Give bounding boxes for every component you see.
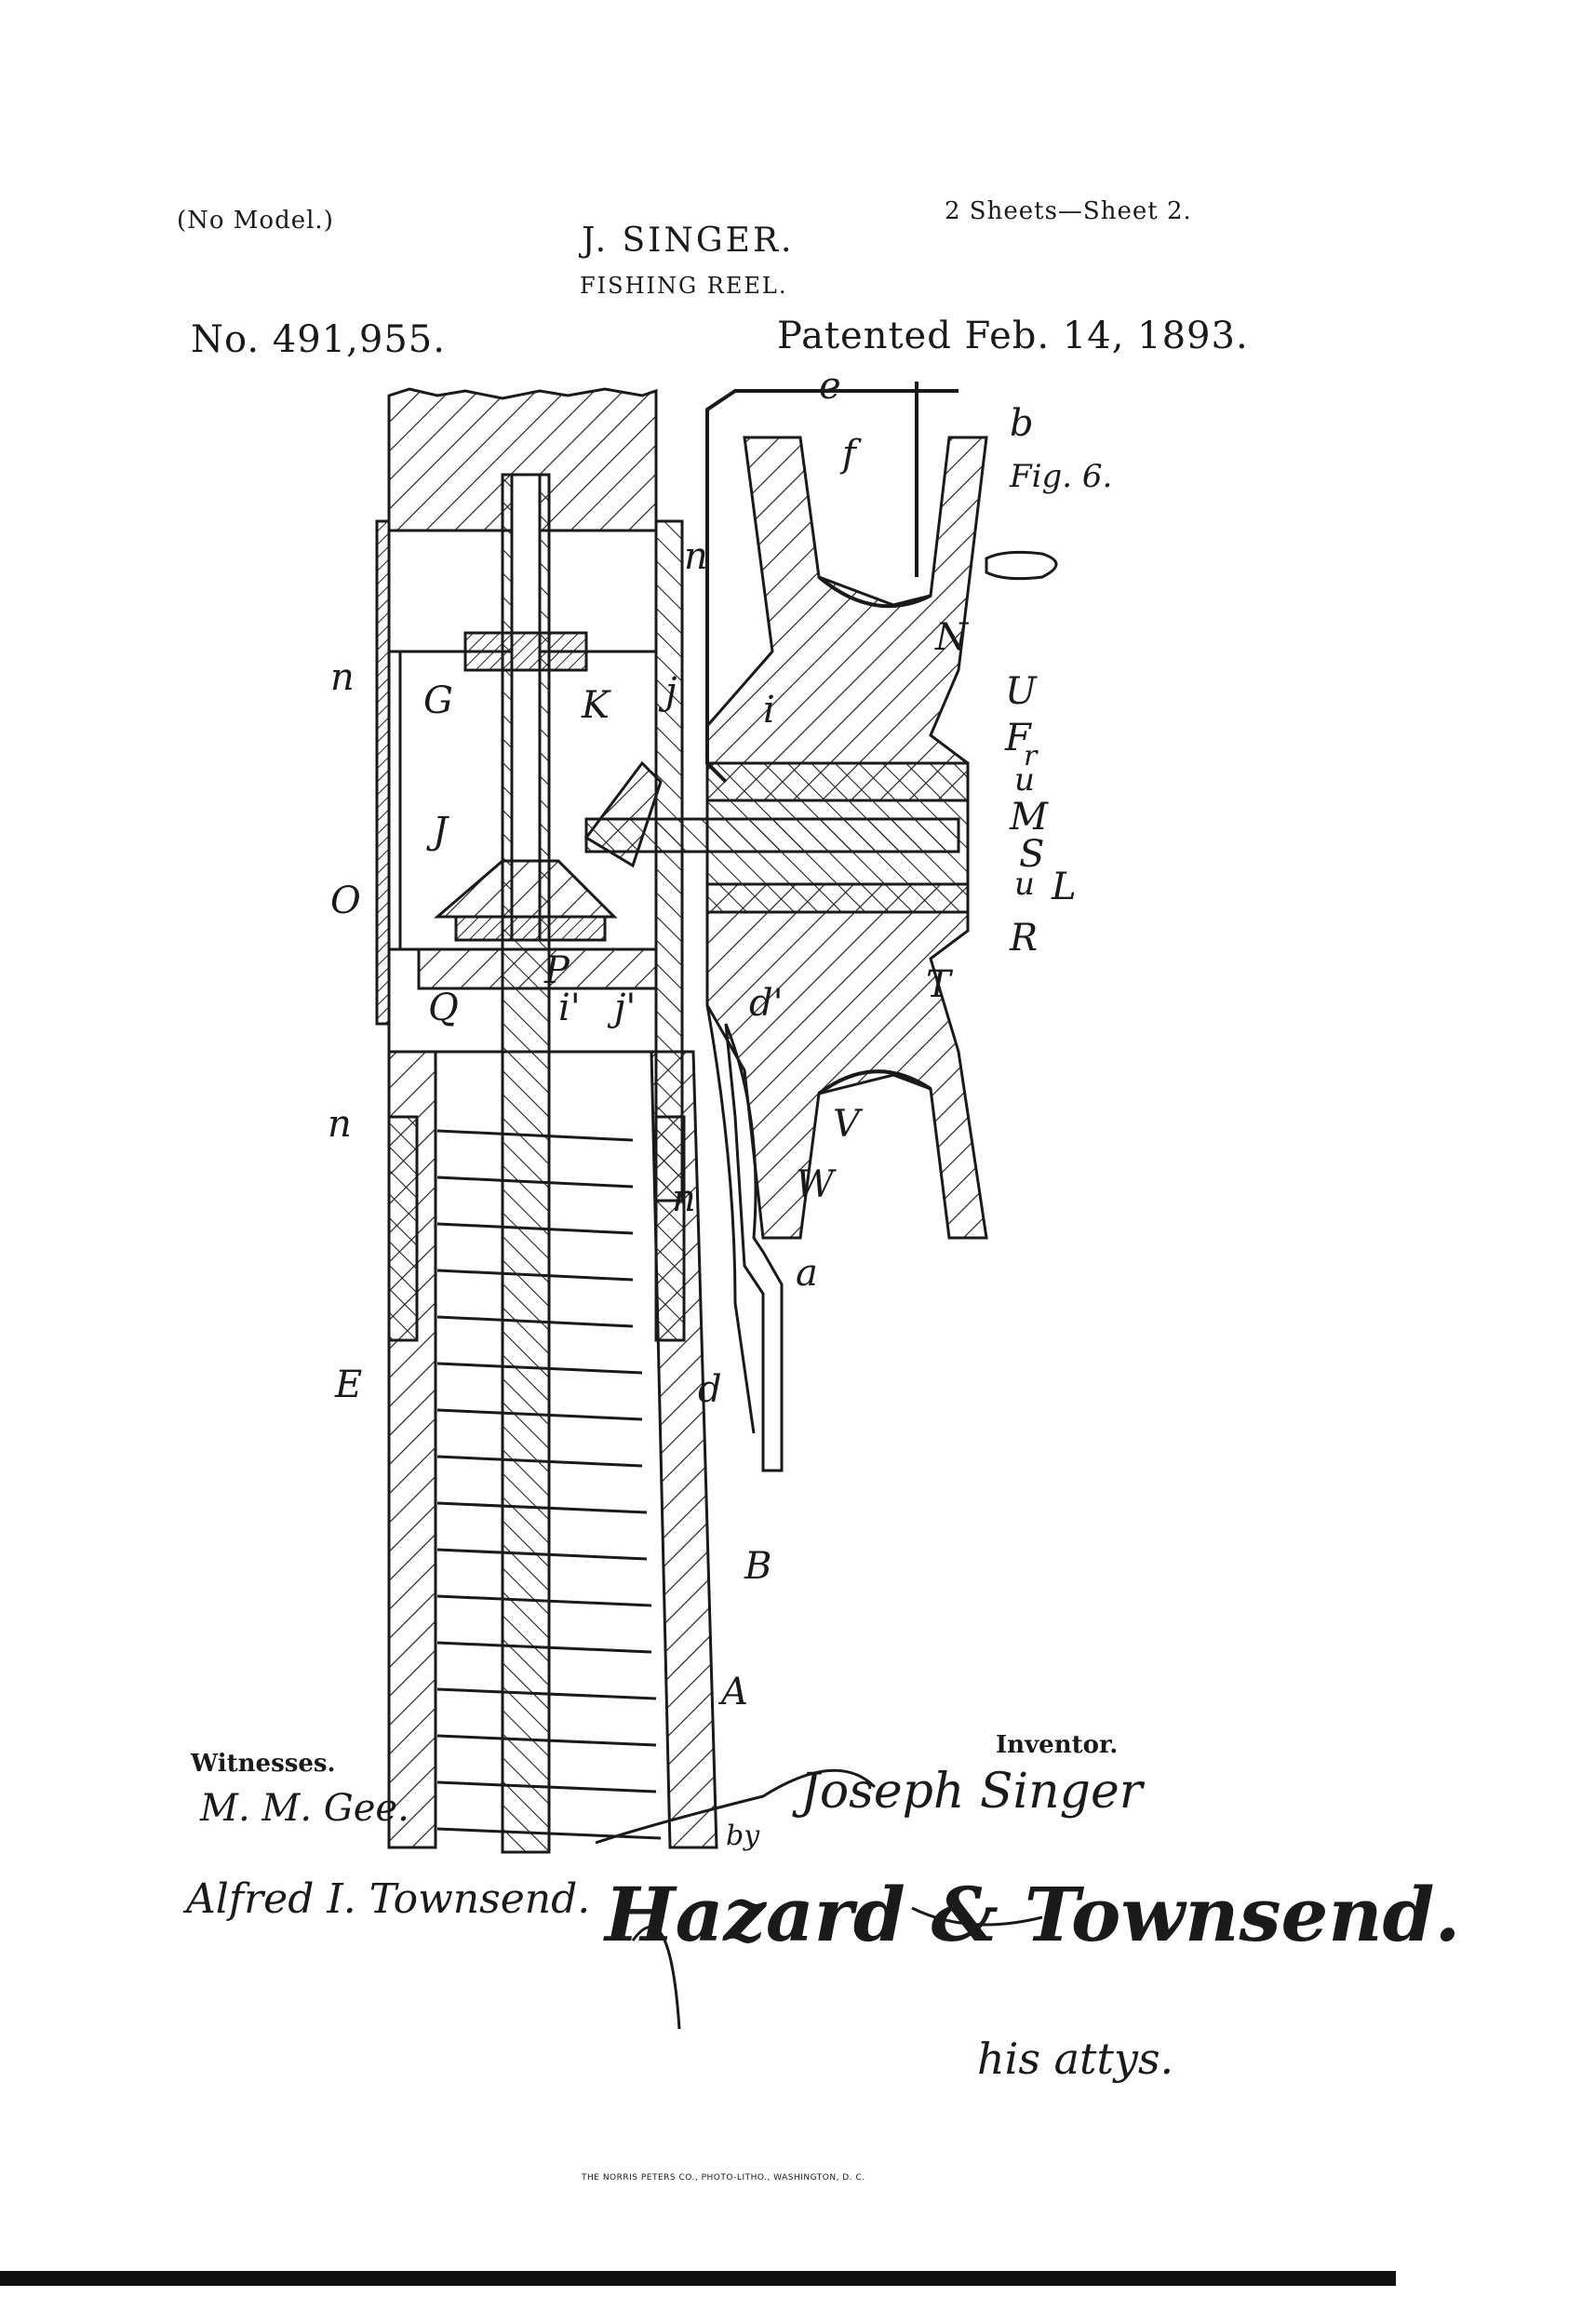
ref-label-T: T [926,963,951,1006]
attorneys-note: his attys. [977,2034,1174,2084]
ref-label-n-upper-left: n [330,656,355,699]
ref-label-u-lower: u [1014,866,1035,903]
ref-label-V: V [833,1103,860,1146]
ref-label-S: S [1019,833,1045,876]
ref-label-O: O [330,880,361,922]
ref-label-Q: Q [428,987,459,1029]
ref-label-f: f [842,433,856,476]
ref-label-W: W [796,1163,835,1206]
ref-label-u-upper: u [1014,761,1035,799]
by-text: by [726,1820,760,1852]
patent-date: Patented Feb. 14, 1893. [777,315,1249,357]
ref-label-n-lower-left: n [328,1103,352,1146]
page-edge-shadow [0,2271,1396,2286]
ref-label-j-prime: j' [614,987,637,1029]
ref-label-a: a [796,1252,818,1295]
inventor-name: J. SINGER. [582,222,795,260]
ref-label-d-prime: d' [749,982,784,1025]
ref-label-P: P [544,949,570,992]
ref-label-L: L [1052,866,1077,908]
invention-title: FISHING REEL. [580,273,788,299]
ref-label-M: M [1010,796,1048,839]
inventor-signature: Joseph Singer [800,1764,1143,1820]
sheet-count: 2 Sheets—Sheet 2. [945,197,1192,225]
ref-label-e: e [819,365,841,408]
ref-label-U: U [1005,670,1037,713]
ref-label-B: B [744,1545,772,1588]
model-note: (No Model.) [177,207,334,235]
witnesses-heading: Witnesses. [191,1750,336,1778]
ref-label-j: j [665,670,677,713]
ref-label-N: N [935,616,968,659]
ref-label-n-lower-right: n [672,1177,696,1220]
ref-label-R: R [1010,917,1039,960]
ref-label-i: i [763,689,775,732]
attorney-signature: Hazard & Townsend. [605,1871,1461,1958]
ref-label-n-upper-right: n [684,535,708,578]
ref-label-d: d [698,1368,722,1411]
ref-label-K: K [582,684,610,727]
ref-label-r: r [1024,740,1038,772]
ref-label-i-prime: i' [558,987,581,1029]
ref-label-A: A [721,1671,748,1713]
ref-label-b: b [1010,402,1034,445]
ref-label-E: E [335,1364,363,1406]
patent-number: No. 491,955. [191,318,446,361]
printer-imprint: THE NORRIS PETERS CO., PHOTO-LITHO., WAS… [582,2173,865,2183]
ref-label-J: J [433,810,449,853]
ref-label-F: F [1005,717,1031,759]
witness-signature-2: Alfred I. Townsend. [186,1875,591,1923]
inventor-heading: Inventor. [996,1731,1119,1759]
ref-label-G: G [423,679,453,722]
witness-signature-1: M. M. Gee. [200,1787,409,1830]
figure-number: Fig. 6. [1010,458,1113,495]
